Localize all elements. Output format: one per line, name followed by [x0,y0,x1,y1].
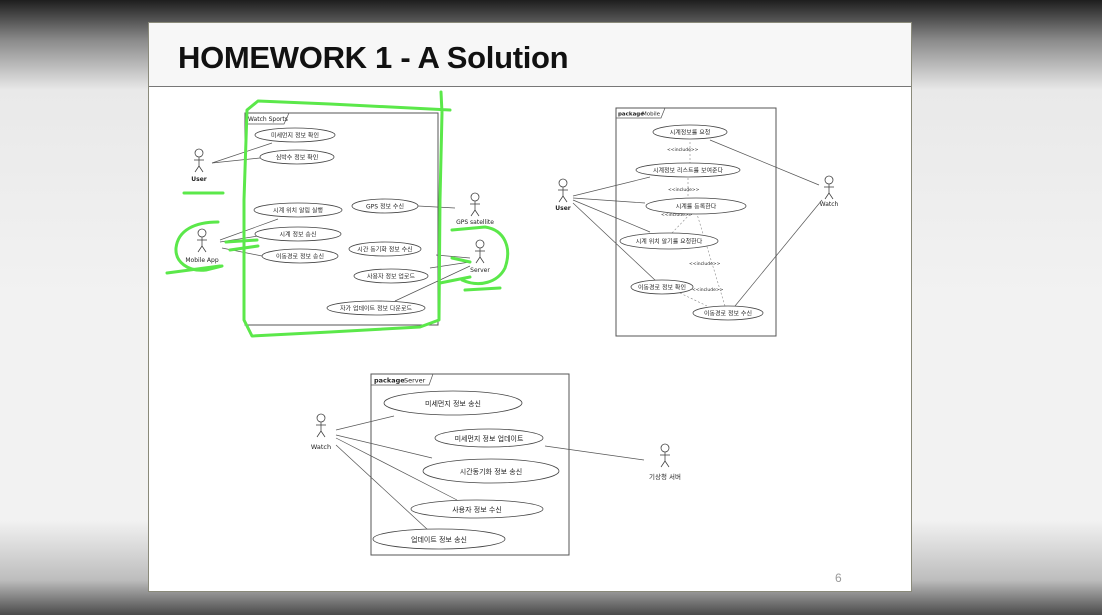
actor-watch: Watch [311,413,331,451]
actor-watch: Watch [820,175,839,208]
diagram-mobile: package Mobile <<include>> <<include>> <… [555,107,839,337]
svg-text:시계 정보 송신: 시계 정보 송신 [280,231,317,239]
slide: HOMEWORK 1 - A Solution 6 [148,22,912,592]
svg-text:GPS 정보 수신: GPS 정보 수신 [366,203,404,211]
svg-text:심박수 정보 확인: 심박수 정보 확인 [276,154,318,162]
svg-text:시계정보를 요청: 시계정보를 요청 [670,129,711,137]
svg-text:Mobile: Mobile [642,112,661,118]
use-case: 미세먼지 정보 업데이트 [434,428,544,448]
use-case: 시계 위치 알기를 요청한다 [619,232,719,250]
svg-text:이동경로 정보 수신: 이동경로 정보 수신 [704,310,752,318]
svg-text:Server: Server [404,377,426,385]
use-case: 자가 업데이트 정보 다운로드 [326,300,426,316]
include-label: <<include>> [661,212,693,218]
svg-text:사용자 정보 업로드: 사용자 정보 업로드 [367,273,415,281]
slide-title-bar: HOMEWORK 1 - A Solution [149,23,911,87]
use-case: 시간 동기화 정보 수신 [348,241,422,257]
svg-text:이동경로 정보 확인: 이동경로 정보 확인 [638,284,686,292]
svg-text:미세먼지 정보 확인: 미세먼지 정보 확인 [271,132,319,140]
include-label: <<include>> [667,147,699,153]
use-case: 미세먼지 정보 확인 [254,127,336,143]
svg-text:미세먼지 정보 송신: 미세먼지 정보 송신 [425,399,481,408]
use-case: 미세먼지 정보 송신 [383,390,523,416]
handwritten-annotation [165,90,510,338]
diagram-server: package Server 미세먼지 정보 송신 미세먼지 정보 업데이트 시… [311,373,681,556]
svg-text:package: package [618,112,644,118]
actor-server: Server [470,239,490,274]
include-label: <<include>> [668,187,700,193]
svg-text:Watch: Watch [311,443,331,451]
include-label: <<include>> [692,287,724,293]
use-case: 이동경로 정보 수신 [692,305,764,321]
svg-text:Server: Server [470,267,490,274]
use-case: 시계를 등록한다 [645,197,747,215]
actor-weather-server: 기상청 서버 [649,443,681,481]
svg-text:User: User [191,176,207,183]
svg-text:package: package [374,377,405,385]
page-number: 6 [835,571,842,585]
actor-gps-satellite: GPS satellite [456,192,494,226]
svg-text:시간 동기화 정보 수신: 시간 동기화 정보 수신 [357,246,412,254]
svg-text:시계 위치 알기를 요청한다: 시계 위치 알기를 요청한다 [636,238,703,246]
svg-text:이동경로 정보 송신: 이동경로 정보 송신 [276,253,324,261]
svg-text:시계를 등록한다: 시계를 등록한다 [676,203,717,211]
actor-user: User [555,178,571,212]
svg-text:User: User [555,205,571,212]
svg-text:시간동기화 정보 송신: 시간동기화 정보 송신 [460,467,522,476]
include-label: <<include>> [689,261,721,267]
use-case: GPS 정보 수신 [351,198,419,214]
use-case: 시간동기화 정보 송신 [422,458,560,484]
use-case: 이동경로 정보 송신 [261,248,339,264]
use-case: 시계 위치 알림 실행 [253,202,343,218]
diagram-watch-sports: Watch Sports 미세먼지 정보 확인 심박수 정보 확인 시계 위치 … [165,90,510,338]
svg-text:사용자 정보 수신: 사용자 정보 수신 [452,505,502,514]
package-label: Watch Sports [248,116,288,123]
svg-text:시계정보 리스트를 보여준다: 시계정보 리스트를 보여준다 [653,167,724,175]
use-case: 업데이트 정보 송신 [372,528,506,550]
use-case: 시계정보를 요청 [652,124,728,140]
svg-text:기상청 서버: 기상청 서버 [649,472,681,481]
use-case: 이동경로 정보 확인 [630,279,694,295]
svg-text:Watch: Watch [820,201,839,208]
svg-text:시계 위치 알림 실행: 시계 위치 알림 실행 [273,207,323,215]
svg-text:자가 업데이트 정보 다운로드: 자가 업데이트 정보 다운로드 [340,305,412,313]
use-case: 시계정보 리스트를 보여준다 [635,162,741,178]
svg-text:미세먼지 정보 업데이트: 미세먼지 정보 업데이트 [455,434,524,443]
use-case: 심박수 정보 확인 [259,149,335,165]
use-case: 시계 정보 송신 [254,226,342,242]
use-case: 사용자 정보 수신 [410,499,544,519]
use-case: 사용자 정보 업로드 [353,268,429,284]
svg-text:Mobile App: Mobile App [185,257,219,264]
slide-title: HOMEWORK 1 - A Solution [178,40,569,75]
svg-text:업데이트 정보 송신: 업데이트 정보 송신 [411,535,467,544]
actor-user: User [191,148,207,183]
svg-text:GPS satellite: GPS satellite [456,219,494,226]
actor-mobile-app: Mobile App [185,228,219,264]
